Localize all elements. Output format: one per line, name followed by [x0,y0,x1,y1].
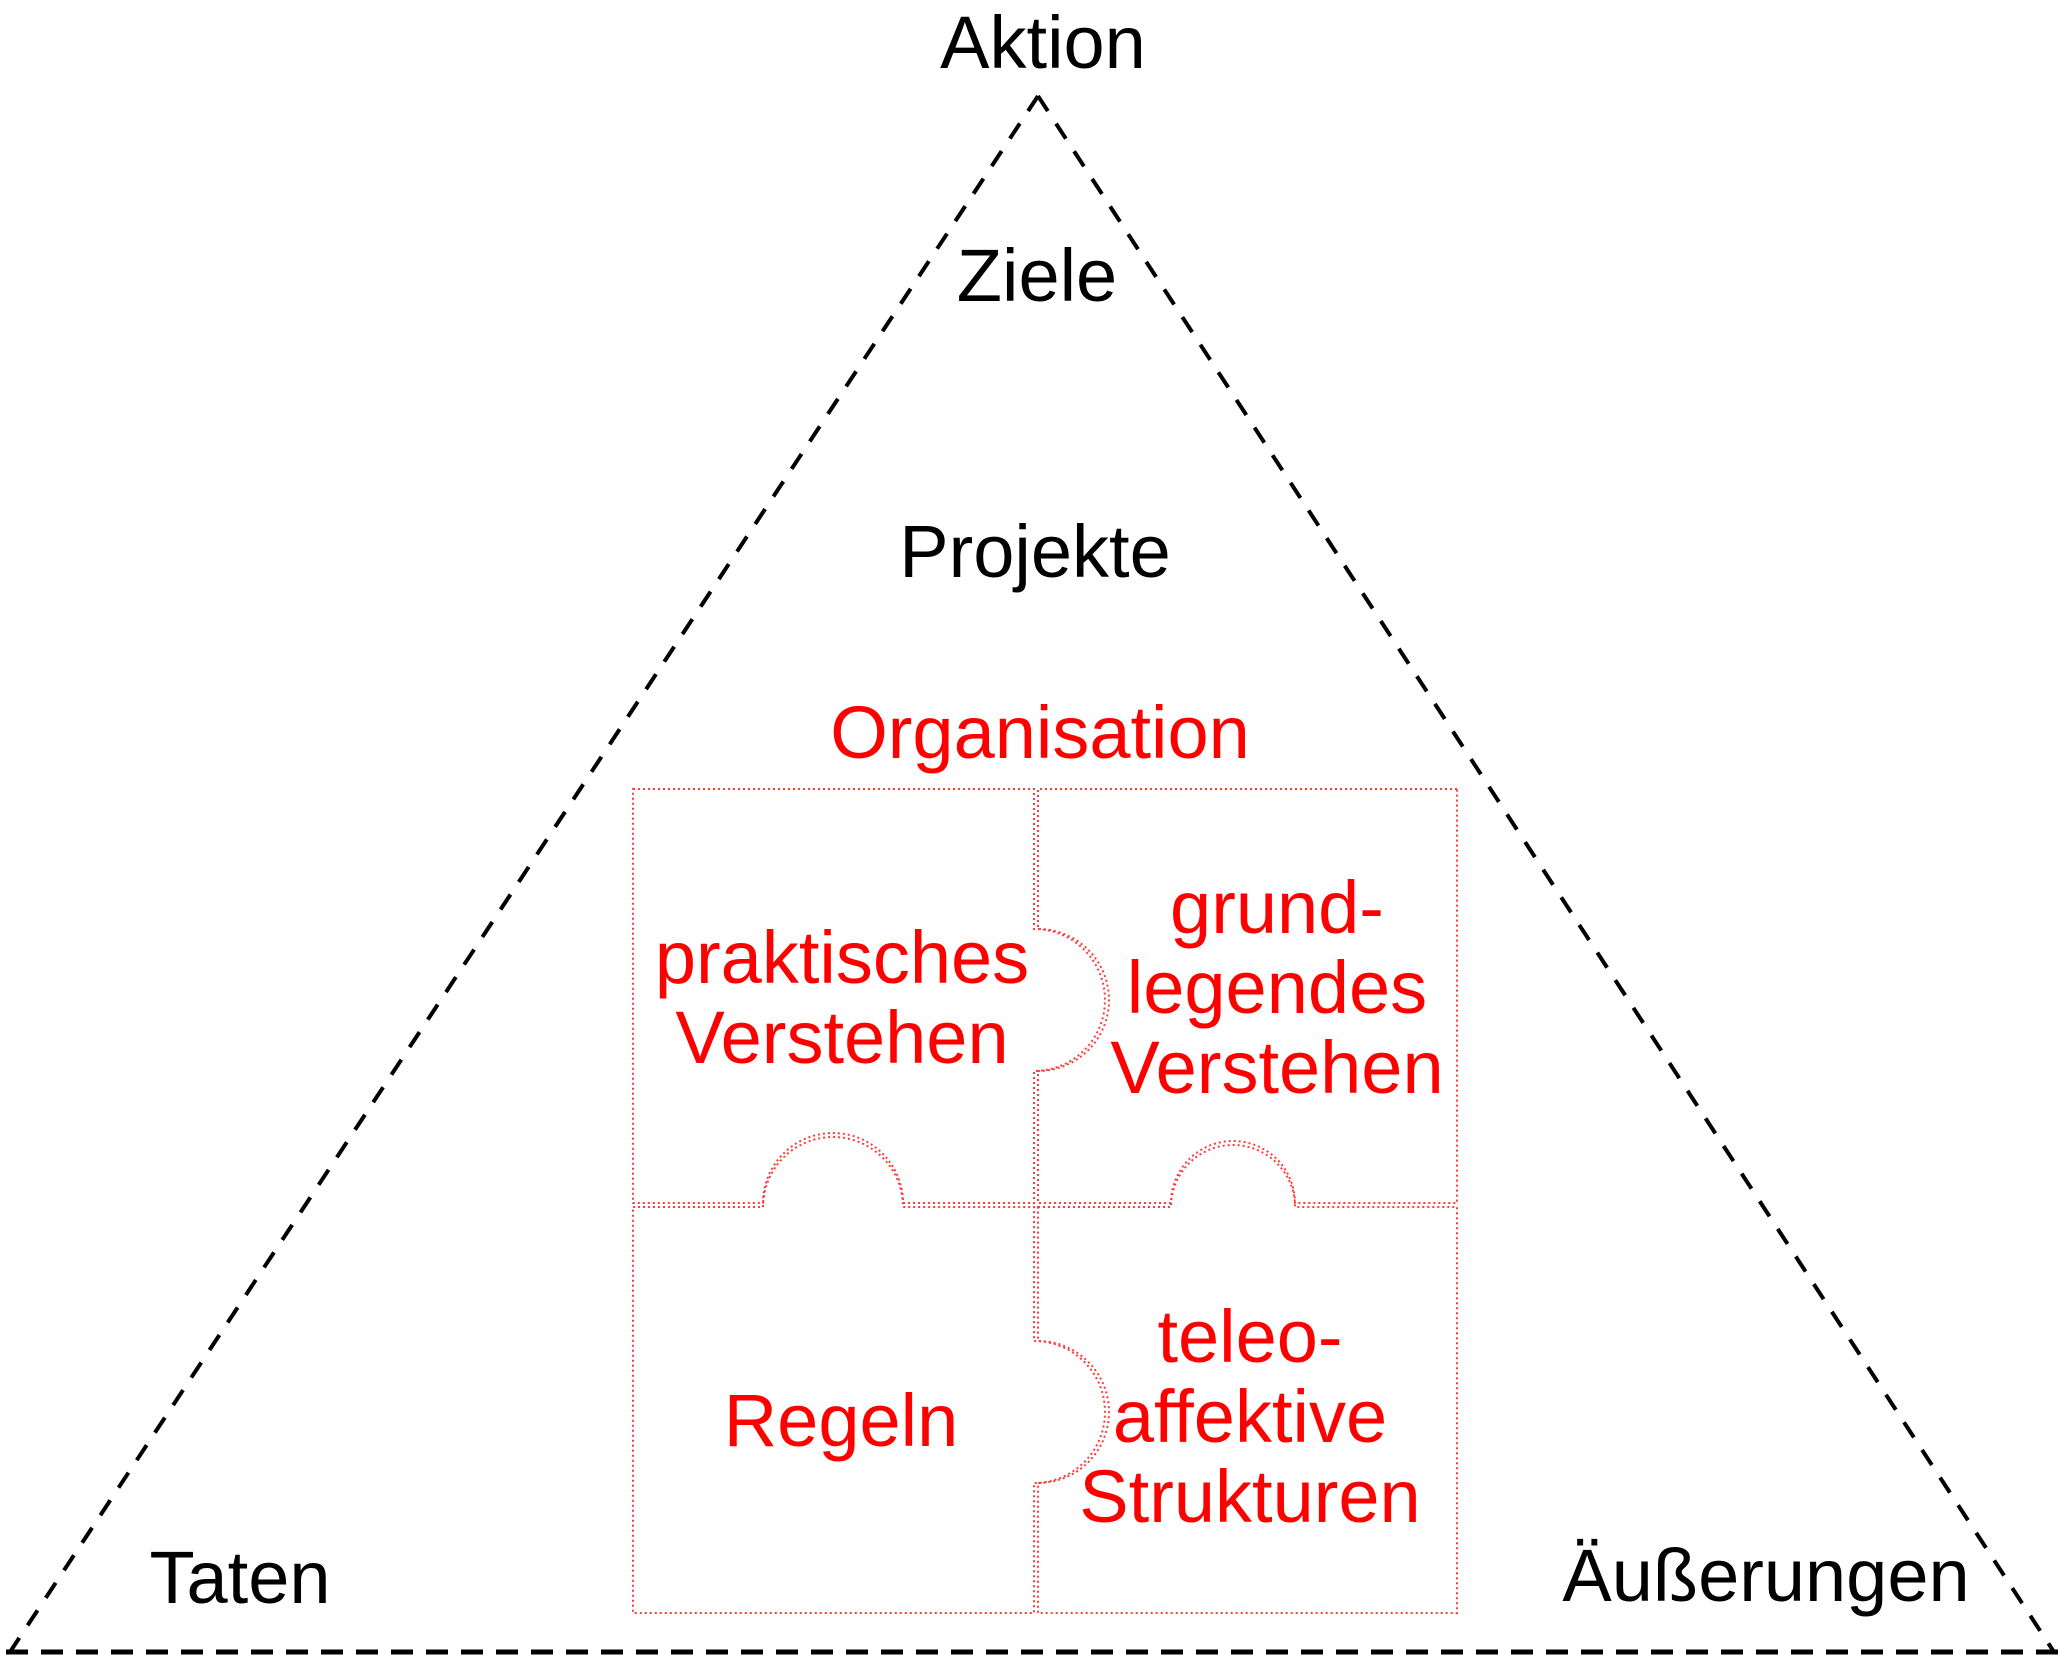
label-ziele: Ziele [956,234,1118,317]
label-aktion: Aktion [940,1,1146,84]
triangle-outline [6,94,2060,1655]
puzzle-grid [632,788,1458,1614]
label-aeusserungen: Äußerungen [1562,1534,1970,1617]
triangle-left-side [8,94,1040,1654]
label-grundlegendes-verstehen: grund- legendes Verstehen [1110,866,1444,1109]
label-regeln: Regeln [723,1379,959,1462]
label-teleoaffektive-strukturen: teleo- affektive Strukturen [1079,1295,1421,1538]
label-taten: Taten [149,1536,331,1619]
puzzle-piece-bottom-left [632,1136,1106,1614]
label-organisation: Organisation [830,691,1250,774]
puzzle-piece-top-right [1037,788,1458,1204]
puzzle-piece-top-left [632,788,1106,1204]
label-praktisches-verstehen: praktisches Verstehen [654,916,1030,1079]
triangle-right-side [1036,94,2056,1654]
label-projekte: Projekte [899,510,1171,593]
